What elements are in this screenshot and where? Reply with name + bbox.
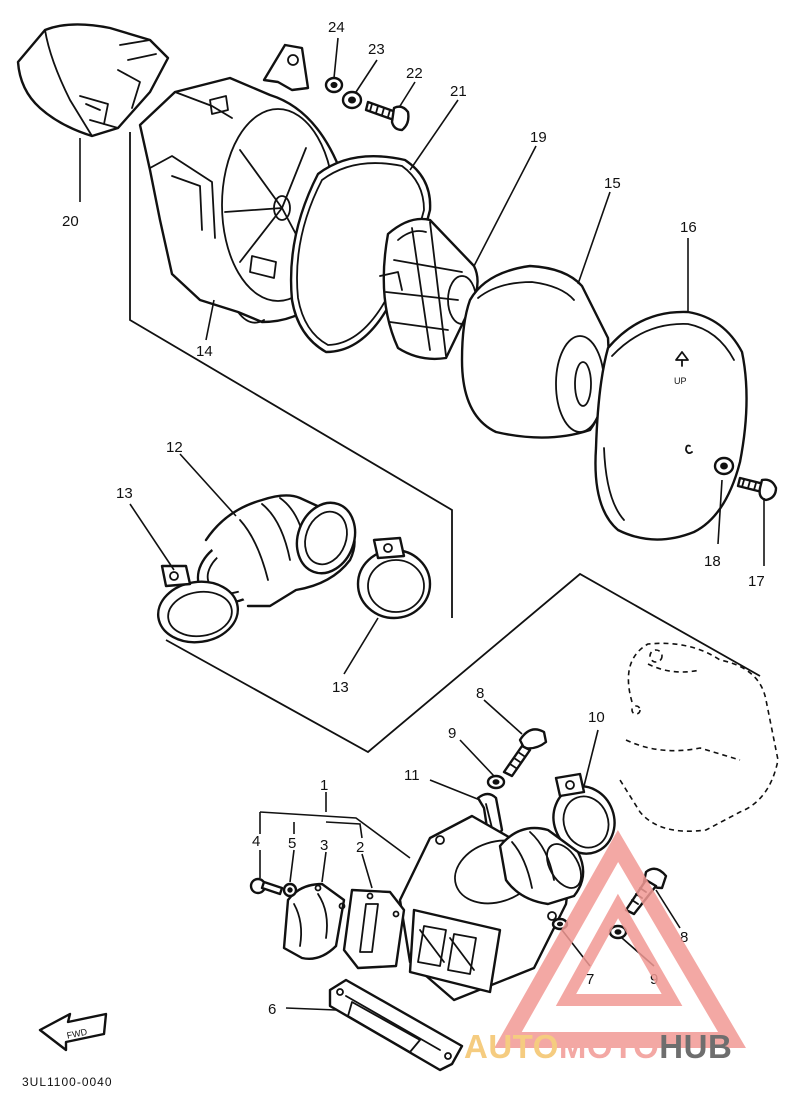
filter-element-part-15 bbox=[460, 264, 610, 439]
callout-1: 1 bbox=[320, 777, 328, 794]
up-label: UP bbox=[674, 376, 687, 386]
leader-lines bbox=[79, 37, 765, 1011]
callout-20: 20 bbox=[62, 213, 79, 230]
engine-cylinder-outline bbox=[619, 642, 779, 832]
washer-part-9-upper bbox=[486, 774, 506, 790]
screw-part-4 bbox=[249, 877, 284, 896]
callout-15: 15 bbox=[604, 175, 621, 192]
clamp-part-10 bbox=[552, 772, 616, 855]
callout-13-left: 13 bbox=[116, 485, 133, 502]
callout-4: 4 bbox=[252, 833, 260, 850]
watermark-text: AUTOMOTOHUB bbox=[464, 1028, 732, 1065]
callout-18: 18 bbox=[704, 553, 721, 570]
callout-19: 19 bbox=[530, 129, 547, 146]
bolt-part-8-upper bbox=[502, 728, 548, 778]
washer-part-23 bbox=[341, 90, 363, 110]
callout-12: 12 bbox=[166, 439, 183, 456]
callout-23: 23 bbox=[368, 41, 385, 58]
fwd-label: FWD bbox=[66, 1027, 89, 1041]
reed-valve-assembly-part-1 bbox=[398, 814, 585, 1002]
callout-14: 14 bbox=[196, 343, 213, 360]
assembly-group-frames bbox=[129, 132, 761, 754]
callout-21: 21 bbox=[450, 83, 467, 100]
washer-part-18 bbox=[713, 456, 735, 476]
callout-13-right: 13 bbox=[332, 679, 349, 696]
callout-5: 5 bbox=[288, 835, 296, 852]
screw-part-17 bbox=[736, 476, 778, 502]
clamp-part-13-left bbox=[156, 564, 240, 644]
intake-joint-part-12 bbox=[196, 494, 357, 608]
automotohub-watermark-logo: AUTOMOTOHUB bbox=[464, 829, 746, 1065]
callout-16: 16 bbox=[680, 219, 697, 236]
callout-7-right: 7 bbox=[586, 971, 594, 988]
filter-cover-part-16 bbox=[594, 310, 748, 541]
washer-part-24 bbox=[324, 76, 344, 94]
forward-direction-arrow-icon: FWD bbox=[38, 1012, 108, 1052]
callout-17: 17 bbox=[748, 573, 765, 590]
reed-plate-part-3 bbox=[282, 882, 346, 960]
reed-stopper-part-2 bbox=[342, 888, 406, 970]
diagram-code: 3UL1100-0040 bbox=[22, 1075, 113, 1089]
callout-8-lower: 8 bbox=[680, 929, 688, 946]
callout-8-upper: 8 bbox=[476, 685, 484, 702]
callout-22: 22 bbox=[406, 65, 423, 82]
callout-numbers: 20 14 24 23 22 21 19 15 16 18 17 12 13 1… bbox=[62, 19, 765, 1018]
screw-part-22 bbox=[364, 100, 410, 132]
callout-9-upper: 9 bbox=[448, 725, 456, 742]
air-duct-part-20 bbox=[16, 23, 170, 138]
filter-cage-part-19 bbox=[379, 217, 479, 361]
callout-3: 3 bbox=[320, 837, 328, 854]
callout-11: 11 bbox=[404, 767, 420, 784]
gasket-part-6 bbox=[328, 978, 464, 1072]
callout-24: 24 bbox=[328, 19, 345, 36]
callout-10: 10 bbox=[588, 709, 605, 726]
clamp-part-13-right bbox=[356, 536, 432, 620]
callout-2: 2 bbox=[356, 839, 364, 856]
callout-6: 6 bbox=[268, 1001, 276, 1018]
washer-part-5 bbox=[282, 882, 298, 898]
